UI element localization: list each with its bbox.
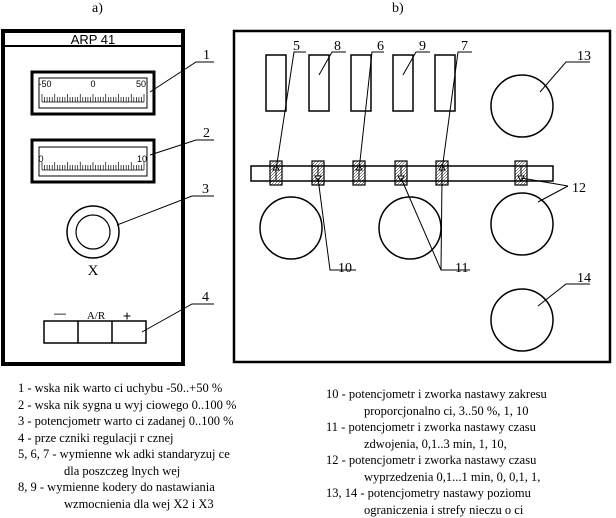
panel-label-b: b) (392, 1, 404, 16)
output-meter-left-label: 0 (38, 154, 43, 164)
legend-line: wzmocnienia dla wej X2 i X3 (64, 496, 214, 511)
legend-line: proporcjonalno ci, 3..50 %, 1, 10 (364, 403, 529, 418)
callout-11: 11 (455, 261, 468, 276)
callout-9: 9 (419, 39, 426, 54)
potentiometer-10 (259, 196, 323, 260)
coder-9 (392, 54, 414, 112)
output-meter-frame (30, 138, 156, 184)
jumper-up (435, 160, 449, 186)
callout-8: 8 (334, 39, 341, 54)
leader-lines-a (116, 61, 214, 333)
legend-line: 8, 9 - wymienne kodery do nastawiania (18, 480, 215, 494)
callout-4: 4 (202, 290, 209, 305)
internal-board (232, 29, 612, 364)
legend-line: 10 - potencjometr i zworka nastawy zakre… (326, 387, 547, 401)
error-meter: -50 0 50 (30, 70, 156, 116)
output-meter: 0 10 (30, 138, 156, 184)
legend-line: zdwojenia, 0,1..3 min, 1, 10, (364, 436, 507, 451)
device-front-panel: ARP 41 -50 0 50 0 10 X — A/R + (1, 29, 185, 366)
legend-line: 4 - prze czniki regulacji r cznej (18, 430, 174, 445)
potentiometer-13 (490, 74, 554, 138)
device-frame (1, 29, 185, 366)
insert-5 (265, 54, 287, 112)
insert-7 (434, 54, 456, 112)
coder-8 (308, 54, 330, 112)
callout-10: 10 (338, 261, 352, 276)
callout-7: 7 (461, 39, 468, 54)
legend-line: ograniczenia i strefy nieczu o ci (364, 502, 524, 517)
callout-5: 5 (293, 39, 300, 54)
potentiometer-14 (490, 288, 554, 352)
switch-plus-label: + (123, 309, 132, 325)
callout-2: 2 (203, 126, 210, 141)
setpoint-knob: X (66, 205, 120, 279)
legend-line: 3 - potencjometr warto ci zadanej 0..100… (18, 414, 234, 428)
legend-line: 12 - potencjometr i zworka nastawy czasu (326, 453, 537, 467)
legend-line: 5, 6, 7 - wymienne wk adki standaryzuj c… (18, 447, 230, 461)
output-meter-face (38, 146, 148, 177)
legend-line: 13, 14 - potencjometry nastawy poziomu (326, 486, 531, 500)
callout-3: 3 (202, 182, 209, 197)
jumper-up (352, 160, 366, 186)
error-meter-left-label: -50 (38, 79, 51, 89)
output-meter-right-label: 10 (137, 154, 147, 164)
callout-6: 6 (377, 39, 384, 54)
jumper-down (311, 160, 325, 186)
switch-mode-label: A/R (87, 310, 106, 322)
jumper-down (514, 160, 528, 186)
callout-14: 14 (577, 271, 591, 286)
knob-label: X (88, 263, 99, 279)
jumper-down (394, 160, 408, 186)
callout-1: 1 (203, 48, 210, 63)
legend-line: wyprzedzenia 0,1...1 min, 0, 0,1, 1, (364, 469, 541, 484)
error-meter-frame (30, 70, 156, 116)
callout-12: 12 (572, 181, 586, 196)
legend-line: dla poszczeg lnych wej (64, 463, 181, 478)
insert-6 (350, 54, 372, 112)
legend-line: 1 - wska nik warto ci uchybu -50..+50 % (18, 381, 223, 395)
error-meter-face (38, 77, 148, 109)
jumper-up (269, 160, 283, 186)
legend-left: 1 - wska nik warto ci uchybu -50..+50 % 2… (18, 380, 236, 512)
legend-line: 11 - potencjometr i zworka nastawy czasu (326, 420, 536, 434)
device-title: ARP 41 (71, 32, 116, 47)
potentiometer-12 (490, 192, 554, 256)
error-meter-right-label: 50 (136, 79, 146, 89)
leader-lines-b (275, 51, 590, 307)
panel-label-a: a) (92, 1, 103, 16)
callout-13: 13 (577, 49, 591, 64)
error-meter-mid-label: 0 (90, 79, 95, 89)
legend-line: 2 - wska nik sygna u wyj ciowego 0..100 … (18, 397, 237, 412)
error-meter-scale (41, 94, 145, 103)
output-meter-scale (41, 162, 145, 171)
manual-switch-block: — A/R + (43, 306, 147, 344)
legend-right: 10 - potencjometr i zworka nastawy zakre… (326, 386, 547, 518)
knob-inner-ring (75, 214, 111, 250)
switch-minus-label: — (54, 306, 66, 320)
switch-housing (43, 320, 147, 344)
